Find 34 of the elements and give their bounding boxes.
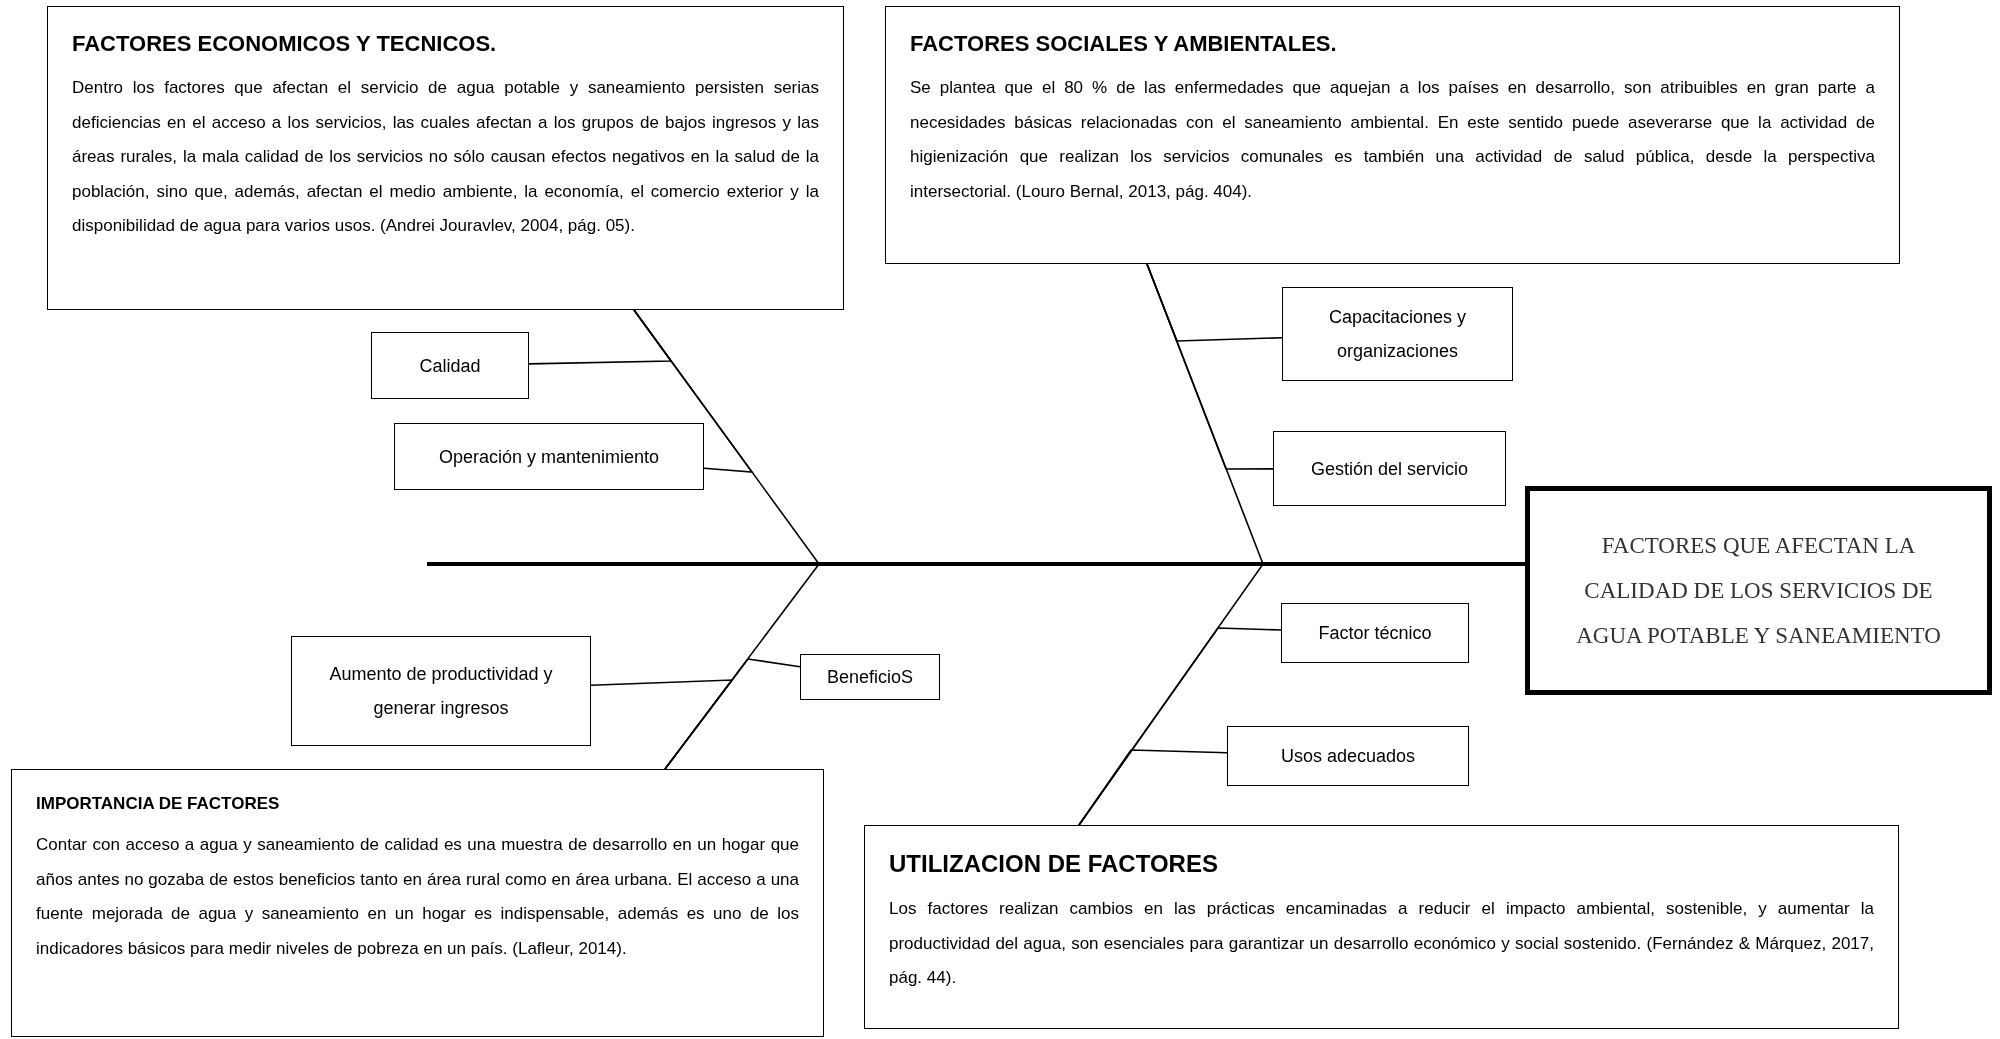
category-box [864,825,1899,1029]
cause-label: BeneficioS [826,666,914,689]
cause-box [291,636,591,746]
cause-label: Calidad [419,354,481,378]
category-box [47,6,844,310]
box-text: Se plantea que el 80 % de las enfermedades que aquejan a los países en desarrollo, son atribuibles en gran parte a necesidades básicas relacionadas con el saneamiento ambiental. En este sentido puede aseverarse que la actividad de higienización que realizan los servicios comunales es también una actividad de salud pública, desde la perspectiva intersectorial. (Louro Bernal, 2013, pág. 404). [910,77,1875,203]
cause-box [394,423,704,490]
cause-label: Aumento de productividad y generar ingresos [328,663,554,720]
box-heading: IMPORTANCIA DE FACTORES [36,794,281,814]
cause-box [1282,287,1513,381]
box-text: Dentro los factores que afectan el servicio de agua potable y saneamiento persisten serias deficiencias en el acceso a los servicios, las cuales afectan a los grupos de bajos ingresos y las áreas rurales, la mala calidad de los servicios no sólo causan efectos negativos en la salud de la población, sino que, además, afectan el medio ambiente, la economía, el comercio exterior y la disponibilidad de agua para varios usos. (Andrei Jouravlev, 2004, pág. 05). [72,77,819,237]
cause-box [1273,431,1506,506]
box-heading: FACTORES SOCIALES Y AMBIENTALES. [910,31,1338,57]
box-text: Los factores realizan cambios en las prácticas encaminadas a reducir el impacto ambiental, sostenible, y aumentar la productividad del agua, son esenciales para garantizar un desarrollo económico y social sostenido. (Fernández & Márquez, 2017, pág. 44). [889,898,1874,989]
branch-line [633,309,754,473]
effect-box [1525,486,1992,695]
cause-box [800,654,940,700]
effect-text: FACTORES QUE AFECTAN LA CALIDAD DE LOS SERVICIOS DE AGUA POTABLE Y SANEAMIENTO [1575,532,1942,650]
cause-box [371,332,529,399]
category-box [885,6,1900,264]
branch-line [1078,749,1228,826]
branch-line [664,658,801,770]
cause-label: Capacitaciones y organizaciones [1327,306,1468,363]
box-heading: UTILIZACION DE FACTORES [889,850,1219,878]
branch-line [1146,263,1274,470]
cause-box [1227,726,1469,786]
box-heading: FACTORES ECONOMICOS Y TECNICOS. [72,31,498,57]
cause-label: Usos adecuados [1280,745,1416,768]
cause-label: Operación y mantenimiento [438,445,660,469]
cause-box [1281,603,1469,663]
cause-label: Gestión del servicio [1310,457,1469,481]
cause-label: Factor técnico [1318,622,1432,645]
box-text: Contar con acceso a agua y saneamiento de calidad es una muestra de desarrollo en un hogar que años antes no gozaba de estos beneficios tanto en área rural como en área urbana. El acceso a una fuente mejorada de agua y saneamiento en un hogar es indispensable, además es uno de los indicadores básicos para medir niveles de pobreza en un país. (Lafleur, 2014). [36,834,799,960]
category-box [11,769,824,1037]
